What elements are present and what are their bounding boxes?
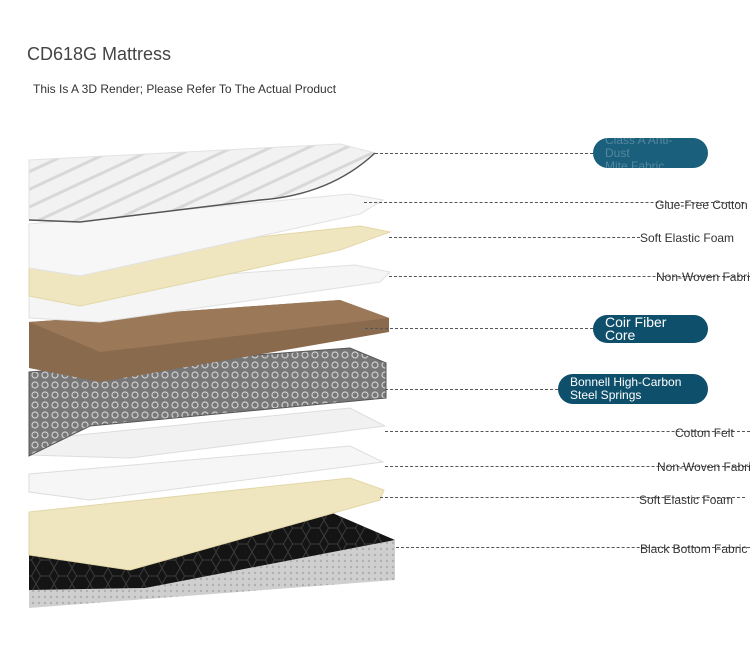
label-springs-line-1: Bonnell High-Carbon — [570, 375, 682, 389]
non-woven-top-layer — [28, 264, 392, 323]
label-glue-free-cotton: Glue-Free Cotton — [655, 198, 748, 212]
leader-line-non-woven-bottom — [385, 466, 750, 467]
label-non-woven-bottom: Non-Woven Fabric — [657, 460, 750, 474]
leader-line-soft-foam-bottom — [380, 497, 745, 498]
label-fabric-line-2: Mite Fabric — [605, 158, 665, 168]
leader-line-soft-foam-top — [389, 237, 640, 238]
label-coir-text: Coir Fiber Core — [605, 314, 667, 343]
bottom-fabric-layer — [29, 512, 395, 608]
leader-line-coir — [365, 328, 593, 329]
page-title: CD618G Mattress — [27, 44, 172, 64]
label-fabric: Class A Anti-Dust Mite Fabric — [593, 138, 708, 168]
leader-line-glue-free-cotton — [364, 202, 744, 203]
label-bottom-fabric: Black Bottom Fabric — [640, 542, 748, 556]
leader-line-non-woven-top — [389, 276, 750, 277]
soft-foam-top-layer — [28, 225, 392, 307]
leader-line-fabric — [375, 153, 593, 154]
top-fabric-layer — [28, 143, 377, 223]
label-fabric-line-1: Class A Anti-Dust — [605, 138, 673, 160]
label-non-woven-top: Non-Woven Fabric — [656, 270, 750, 284]
label-coir: Coir Fiber Core — [593, 315, 708, 343]
label-springs: Bonnell High-Carbon Steel Springs — [558, 374, 708, 404]
leader-line-cotton-felt — [385, 431, 750, 432]
page-subtitle: This Is A 3D Render; Please Refer To The… — [33, 82, 337, 96]
soft-foam-bottom-layer — [28, 477, 385, 571]
label-soft-foam-bottom: Soft Elastic Foam — [639, 493, 734, 507]
leader-line-bottom-fabric — [396, 547, 750, 548]
label-cotton-felt: Cotton Felt — [675, 426, 734, 440]
coir-layer — [29, 300, 389, 382]
label-soft-foam-top: Soft Elastic Foam — [640, 231, 735, 245]
glue-free-cotton-layer — [28, 193, 385, 277]
label-springs-line-2: Steel Springs — [570, 388, 642, 402]
non-woven-bottom-layer — [28, 445, 385, 501]
leader-line-springs — [385, 389, 558, 390]
